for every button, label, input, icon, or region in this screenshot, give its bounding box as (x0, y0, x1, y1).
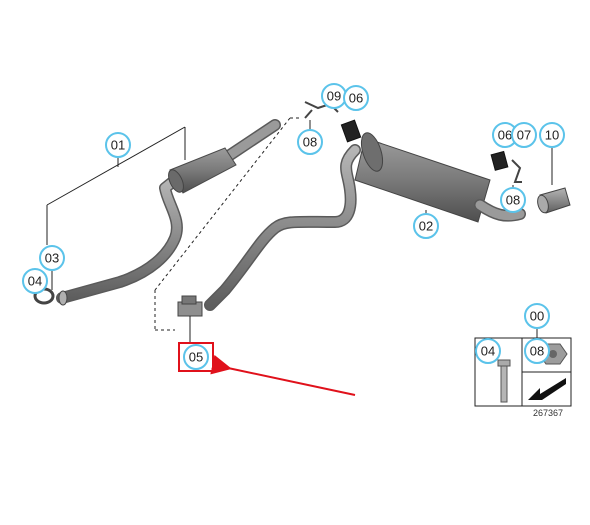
svg-text:06: 06 (349, 91, 363, 106)
svg-text:01: 01 (111, 138, 125, 153)
svg-text:00: 00 (530, 309, 544, 324)
callout-08-box[interactable]: 08 (524, 338, 550, 364)
svg-text:03: 03 (45, 251, 59, 266)
tailpipe-tip (537, 148, 571, 214)
svg-text:09: 09 (327, 89, 341, 104)
callout-00[interactable]: 00 (524, 303, 550, 329)
pictogram-arrow-icon (528, 378, 566, 400)
svg-text:02: 02 (419, 219, 433, 234)
svg-text:04: 04 (28, 274, 42, 289)
rear-muffler (354, 132, 526, 223)
callout-04-box[interactable]: 04 (475, 338, 501, 364)
rear-connecting-pipe (204, 144, 361, 311)
svg-text:08: 08 (506, 193, 520, 208)
callout-08-left[interactable]: 08 (297, 129, 323, 155)
svg-text:08: 08 (303, 135, 317, 150)
bolt-icon (497, 359, 511, 403)
callout-04-left[interactable]: 04 (22, 268, 48, 294)
svg-text:07: 07 (517, 128, 531, 143)
callout-06-top[interactable]: 06 (343, 85, 369, 111)
svg-text:10: 10 (545, 128, 559, 143)
svg-text:06: 06 (498, 128, 512, 143)
hanger-bracket-07 (511, 159, 522, 190)
hardware-kit-box (474, 326, 572, 407)
callout-05[interactable]: 05 (178, 342, 214, 372)
rubber-mount-06-top (340, 119, 362, 143)
svg-text:05: 05 (189, 350, 203, 365)
callout-07[interactable]: 07 (511, 122, 537, 148)
callout-02[interactable]: 02 (413, 213, 439, 239)
callout-08-right[interactable]: 08 (500, 187, 526, 213)
callout-10[interactable]: 10 (539, 122, 565, 148)
callout-03[interactable]: 03 (39, 245, 65, 271)
front-pipe-with-center-muffler (56, 119, 281, 306)
rear-section-dashed-outline (154, 117, 300, 331)
svg-text:04: 04 (481, 344, 495, 359)
callout-09[interactable]: 09 (321, 83, 347, 109)
rubber-mount-06-right (490, 150, 509, 171)
reference-number: 267367 (533, 408, 563, 418)
pipe-clamp-05 (177, 295, 203, 343)
callout-01[interactable]: 01 (105, 132, 131, 158)
svg-text:08: 08 (530, 344, 544, 359)
red-pointer-arrow (210, 354, 356, 396)
